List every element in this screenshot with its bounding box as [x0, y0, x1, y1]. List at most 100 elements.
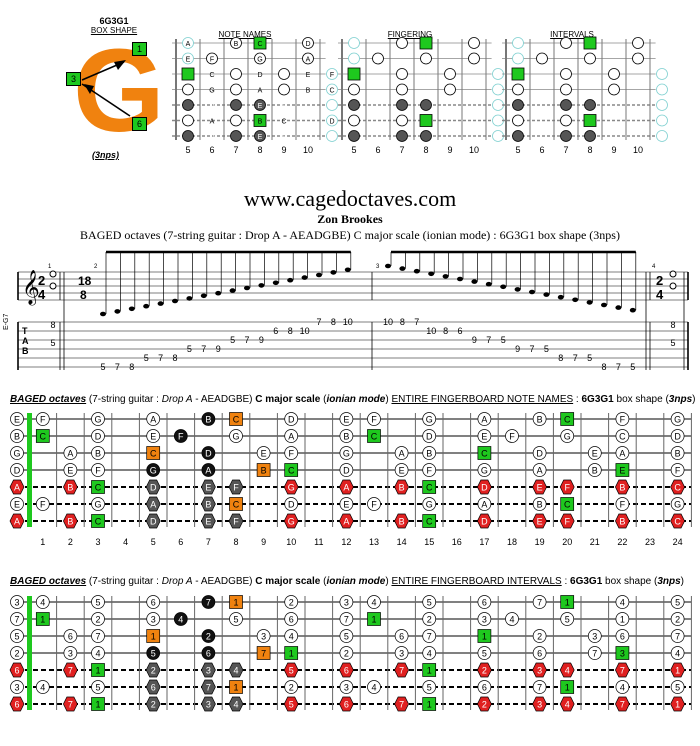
svg-text:D: D	[481, 483, 488, 493]
svg-text:B: B	[67, 517, 73, 527]
svg-text:5: 5	[95, 683, 100, 693]
svg-text:4: 4	[371, 683, 376, 693]
fingerboard-note: 3	[532, 696, 547, 712]
box-name: 6G3G1	[99, 16, 129, 26]
fingerboard-note: 4	[91, 646, 105, 660]
fingerboard-note: D	[477, 479, 492, 495]
fingerboard-note: C	[560, 412, 575, 426]
note-head	[258, 283, 265, 288]
svg-text:A: A	[343, 483, 349, 493]
svg-text:4: 4	[620, 598, 625, 608]
fingerboard-note: 1	[477, 629, 492, 643]
svg-text:G: G	[94, 500, 101, 510]
fingerboard-note: 7	[587, 646, 602, 660]
time-sig-top: 2	[38, 273, 45, 288]
note-head	[471, 279, 478, 284]
fingerboard-note: 1	[367, 612, 381, 626]
tab-number: 5	[587, 353, 592, 363]
mini-note-dot	[182, 130, 194, 142]
fingerboard-note: 3	[477, 612, 492, 626]
svg-text:7: 7	[537, 683, 542, 693]
svg-text:B: B	[205, 415, 211, 425]
mini-note-dot	[584, 130, 596, 142]
mini-note-dot	[444, 83, 456, 96]
svg-text:5: 5	[95, 598, 100, 608]
fingerboard-note: E	[201, 479, 216, 495]
fingerboard-note: 4	[35, 595, 50, 609]
svg-text:B: B	[205, 500, 211, 510]
fingerboard-note: A	[615, 446, 630, 460]
fingerboard-note: 5	[670, 680, 685, 694]
mini-note-label: G	[329, 103, 334, 110]
note-head	[186, 296, 193, 301]
tab-number: 5	[630, 362, 635, 370]
tab-number: 5	[100, 362, 105, 370]
author: Zon Brookes	[317, 212, 383, 226]
svg-text:E: E	[592, 449, 598, 459]
svg-text:7: 7	[95, 632, 100, 642]
fingerboard-note: 5	[91, 680, 105, 694]
fingerboard-note: 7	[394, 662, 409, 678]
note-head	[385, 263, 391, 269]
svg-text:1: 1	[151, 632, 156, 642]
bar-number: 4	[652, 264, 656, 270]
note-head	[143, 303, 150, 309]
svg-text:F: F	[288, 449, 294, 459]
svg-text:E: E	[537, 517, 543, 527]
mini-note-dot	[632, 37, 644, 49]
fingerboard-note: 5	[670, 595, 685, 609]
treble-clef-icon: 𝄞	[22, 270, 40, 306]
svg-text:2: 2	[344, 649, 349, 659]
note-head	[615, 305, 622, 310]
svg-text:1: 1	[427, 666, 432, 676]
svg-text:4: 4	[565, 700, 570, 710]
svg-text:3: 3	[537, 666, 542, 676]
svg-text:G: G	[232, 432, 239, 442]
tab-number: 8	[400, 317, 405, 327]
fret-number: 19	[535, 537, 545, 547]
fingerboard-note: C	[284, 463, 299, 477]
svg-text:2: 2	[14, 649, 19, 659]
time-sig-bottom: 4	[38, 287, 46, 302]
bar-number: 2	[94, 264, 98, 270]
svg-text:1: 1	[95, 700, 100, 710]
svg-text:6: 6	[206, 649, 211, 659]
mini-root-marker	[253, 114, 267, 127]
fingerboard-note: 2	[422, 612, 437, 626]
tab-number: 8	[50, 320, 55, 330]
fingerboard-note: F	[615, 412, 630, 426]
fingerboard-note: 2	[10, 646, 24, 660]
svg-text:A: A	[14, 483, 20, 493]
mini-fret-number: 9	[447, 145, 452, 155]
mini-fret-number: 8	[587, 145, 592, 155]
fingerboard-note: D	[10, 463, 24, 477]
fingerboard-note: 6	[477, 680, 492, 694]
fingerboard-note: F	[559, 479, 575, 495]
fingerboard-note: D	[284, 497, 299, 511]
svg-text:E: E	[343, 415, 349, 425]
fingerboard-note: F	[284, 446, 299, 460]
box-nps: (3nps)	[92, 150, 119, 160]
fingerboard-note: E	[10, 412, 24, 426]
tab-number: 8	[443, 326, 448, 336]
mini-note-dot	[326, 114, 338, 127]
mini-note-label: F	[210, 57, 214, 64]
fingerboard-note: 1	[146, 629, 161, 643]
intervals-board-title: BAGED octaves (7-string guitar : Drop A …	[10, 576, 684, 587]
svg-text:1: 1	[565, 598, 570, 608]
mini-root-marker	[419, 114, 433, 127]
svg-text:1: 1	[40, 615, 45, 625]
svg-text:F: F	[95, 466, 101, 476]
svg-text:4: 4	[427, 649, 432, 659]
svg-text:7: 7	[14, 615, 19, 625]
fingerboard-note: 6	[9, 696, 25, 712]
svg-text:C: C	[564, 415, 571, 425]
svg-text:C: C	[674, 483, 681, 493]
fingerboard-note: G	[283, 513, 299, 529]
mini-fret-number: 8	[423, 145, 428, 155]
title-part: Drop A	[161, 394, 193, 405]
mini-note-dot	[560, 37, 572, 49]
tab-number: 8	[670, 320, 675, 330]
